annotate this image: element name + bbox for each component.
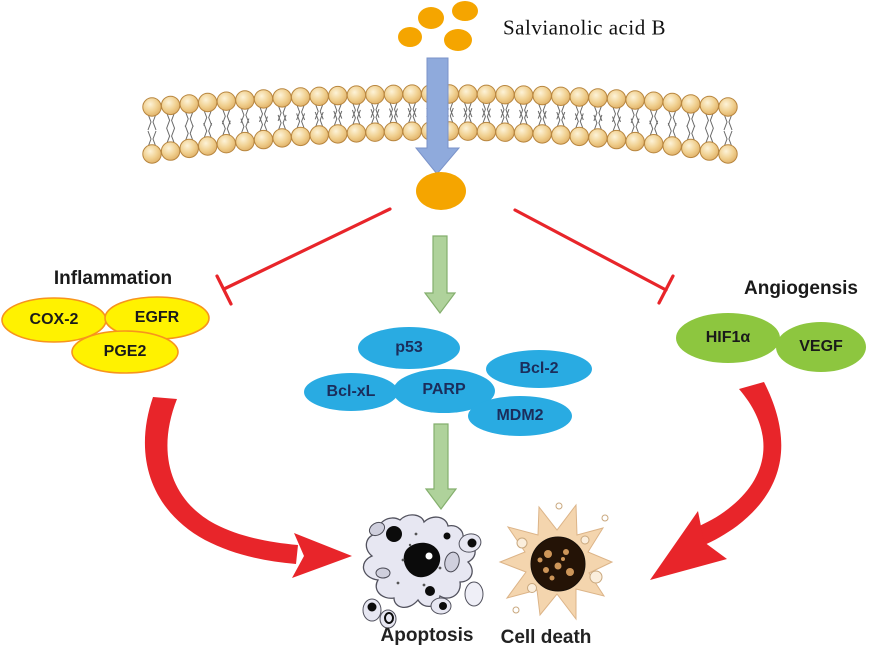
node-label-parp: PARP — [422, 381, 466, 398]
node-label-mdm2: MDM2 — [496, 407, 544, 424]
node-label-bclxl: Bcl-xL — [326, 383, 376, 400]
node-label-hif1a: HIF1α — [705, 329, 751, 346]
compound-title: Salvianolic acid B — [503, 15, 666, 40]
inhibition-line-right — [513, 208, 675, 305]
outcome-label-cell-death: Cell death — [500, 627, 592, 647]
node-label-bcl2: Bcl-2 — [519, 360, 559, 377]
node-ellipse-p53 — [358, 327, 460, 369]
inhibition-line-left — [215, 207, 392, 306]
center-node-ellipses — [304, 327, 592, 436]
apoptosis-cell-illustration — [362, 514, 484, 629]
inflammation-node-ellipses — [1, 296, 210, 374]
node-ellipse-parp — [393, 369, 495, 413]
node-ellipse-vegf — [776, 322, 866, 372]
cell-death-illustration — [498, 502, 614, 621]
group-label-inflammation: Inflammation — [53, 268, 173, 289]
node-label-vegf: VEGF — [799, 338, 843, 355]
red-curved-arrow-left — [144, 397, 352, 578]
drug-molecule-dot — [418, 7, 444, 29]
signal-arrow-lower — [424, 423, 458, 510]
angiogenesis-node-ellipses — [676, 313, 866, 372]
node-label-pge2: PGE2 — [103, 343, 147, 360]
drug-molecule-dots — [398, 1, 478, 51]
drug-molecule-dot — [444, 29, 472, 51]
node-ellipse-bcl2 — [486, 350, 592, 388]
node-ellipse-bclxl — [304, 373, 398, 411]
node-ellipse-hif1a — [676, 313, 780, 363]
outcome-label-apoptosis: Apoptosis — [380, 625, 474, 646]
node-label-egfr: EGFR — [134, 309, 180, 326]
node-ellipse-mdm2 — [468, 396, 572, 436]
node-ellipse-pge2 — [71, 330, 179, 374]
group-label-angiogenesis: Angiogensis — [743, 278, 859, 299]
drug-molecule-dot — [452, 1, 478, 21]
node-label-cox2: COX-2 — [29, 311, 79, 328]
membrane-entry-arrow — [414, 57, 461, 175]
node-label-p53: p53 — [395, 339, 423, 356]
intracellular-drug-ellipse — [416, 172, 466, 210]
drug-molecule-dot — [398, 27, 422, 47]
signal-arrow-upper — [423, 235, 457, 314]
red-curved-arrow-right — [650, 382, 782, 580]
